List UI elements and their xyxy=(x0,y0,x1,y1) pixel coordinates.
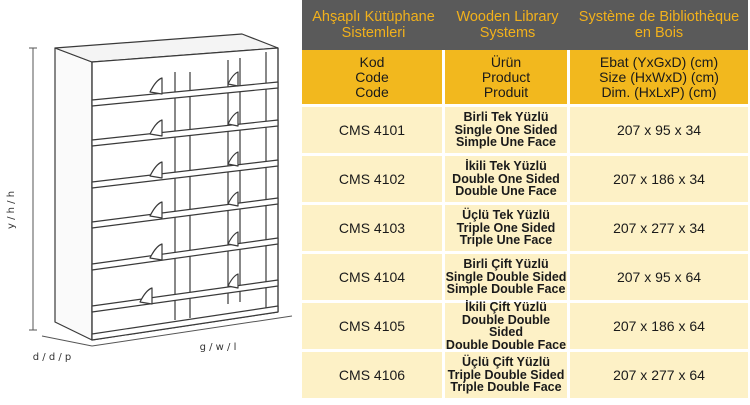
subheader-product-en: Product xyxy=(481,68,531,85)
subheader-size: Ebat (YxGxD) (cm) Size (HxWxD) (cm) Dim.… xyxy=(570,50,748,104)
row3-size: 207 x 277 x 34 xyxy=(570,202,748,251)
row4-code: CMS 4104 xyxy=(302,251,445,300)
subheader-code-en: Code xyxy=(355,68,389,85)
shelf-drawing: y / h / h g / w / l d / d / p xyxy=(0,0,302,400)
row2-product-en: Double One Sided xyxy=(452,171,560,186)
row6-product-en: Triple Double Sided xyxy=(447,367,565,382)
row4-product-tr: Birli Çift Yüzlü xyxy=(463,257,549,272)
header-col3-line1: Système de Bibliothèque xyxy=(578,9,740,25)
product-table: Ahşaplı Kütüphane Sistemleri Wooden Libr… xyxy=(302,0,748,400)
row3-product-fr: Triple Une Face xyxy=(459,233,553,248)
subheader-code-tr: Kod xyxy=(359,53,385,70)
row3-product-tr: Üçlü Tek Yüzlü xyxy=(462,208,550,223)
header-col1-line2: Sistemleri xyxy=(341,25,406,41)
header-col1-line1: Ahşaplı Kütüphane xyxy=(312,9,435,25)
row2-product-fr: Double Une Face xyxy=(455,184,557,199)
row4-product-fr: Simple Double Face xyxy=(446,282,566,297)
row1-size: 207 x 95 x 34 xyxy=(570,104,748,153)
bookshelf-illustration: y / h / h g / w / l d / d / p xyxy=(6,33,293,363)
depth-dimension-line xyxy=(41,335,93,347)
row1-product-tr: Birli Tek Yüzlü xyxy=(463,110,549,125)
row2-product-tr: İkili Tek Yüzlü xyxy=(465,159,547,174)
subheader-code: Kod Code Code xyxy=(302,50,445,104)
row2-product: İkili Tek Yüzlü Double One Sided Double … xyxy=(445,153,570,202)
subheader-size-fr: Dim. (HxLxP) (cm) xyxy=(601,83,717,100)
depth-label: d / d / p xyxy=(33,352,72,363)
subheader-product-tr: Ürün xyxy=(490,53,522,70)
row6-product-fr: Triple Double Face xyxy=(450,380,562,395)
width-dimension-line xyxy=(91,315,293,347)
row5-product-en: Double Double Sided xyxy=(461,312,551,339)
row6-product-tr: Üçlü Çift Yüzlü xyxy=(462,355,550,370)
row5-product: İkili Çift Yüzlü Double Double Sided Dou… xyxy=(445,300,570,352)
row3-product-en: Triple One Sided xyxy=(456,220,556,235)
header-col2-line1: Wooden Library xyxy=(456,9,559,25)
header-col2: Wooden Library Systems xyxy=(445,0,570,50)
row2-size: 207 x 186 x 34 xyxy=(570,153,748,202)
width-label: g / w / l xyxy=(200,342,237,353)
row4-product: Birli Çift Yüzlü Single Double Sided Sim… xyxy=(445,251,570,300)
row1-product-fr: Simple Une Face xyxy=(455,135,557,150)
row3-code: CMS 4103 xyxy=(302,202,445,251)
subheader-size-tr: Ebat (YxGxD) (cm) xyxy=(599,53,719,70)
row5-code: CMS 4105 xyxy=(302,300,445,349)
header-col2-line2: Systems xyxy=(479,25,536,41)
row3-product: Üçlü Tek Yüzlü Triple One Sided Triple U… xyxy=(445,202,570,251)
row6-size: 207 x 277 x 64 xyxy=(570,349,748,398)
header-col3: Système de Bibliothèque en Bois xyxy=(570,0,748,50)
row5-size: 207 x 186 x 64 xyxy=(570,300,748,349)
row5-product-tr: İkili Çift Yüzlü xyxy=(465,300,547,314)
row1-code: CMS 4101 xyxy=(302,104,445,153)
row6-product: Üçlü Çift Yüzlü Triple Double Sided Trip… xyxy=(445,349,570,398)
row1-product: Birli Tek Yüzlü Single One Sided Simple … xyxy=(445,104,570,153)
subheader-product-fr: Produit xyxy=(483,83,529,100)
header-col1: Ahşaplı Kütüphane Sistemleri xyxy=(302,0,445,50)
subheader-product: Ürün Product Produit xyxy=(445,50,570,104)
header-col3-line2: en Bois xyxy=(634,25,684,41)
subheader-size-en: Size (HxWxD) (cm) xyxy=(599,68,719,85)
row4-product-en: Single Double Sided xyxy=(445,269,567,284)
row6-code: CMS 4106 xyxy=(302,349,445,398)
row1-product-en: Single One Sided xyxy=(454,122,558,137)
subheader-code-fr: Code xyxy=(355,83,389,100)
row4-size: 207 x 95 x 64 xyxy=(570,251,748,300)
height-label: y / h / h xyxy=(6,191,17,229)
row5-product-fr: Double Double Face xyxy=(445,337,567,352)
row2-code: CMS 4102 xyxy=(302,153,445,202)
